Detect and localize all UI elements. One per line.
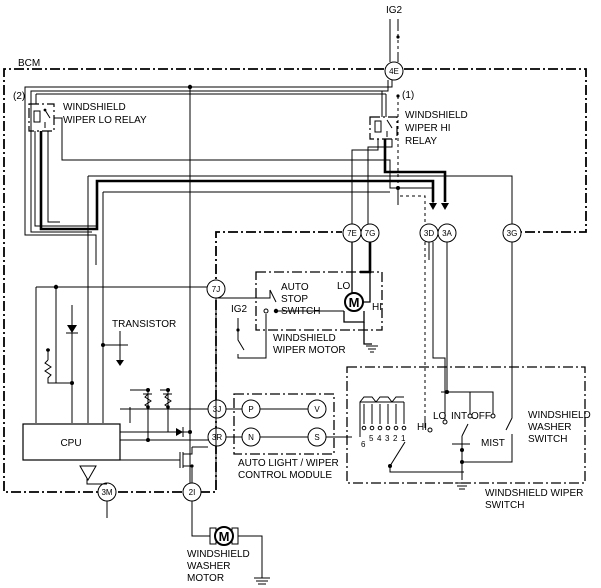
svg-text:7G: 7G <box>365 229 376 238</box>
int-position-2: 2 <box>393 434 398 443</box>
transistor-label: TRANSISTOR <box>112 319 176 330</box>
switch-int-label: INT <box>451 411 467 422</box>
wiper-switch-label-1: WINDSHIELD WIPER <box>485 488 583 499</box>
washer-motor-label-2: WASHER <box>187 561 231 572</box>
svg-text:3A: 3A <box>442 229 452 238</box>
module-pin-s: S <box>314 433 319 442</box>
pin-7j: 7J <box>206 279 226 299</box>
auto-light-wiper-control-module: P V N S AUTO LIGHT / WIPER CONTROL MODUL… <box>226 393 352 481</box>
washer-switch-label-3: SWITCH <box>528 434 567 445</box>
svg-text:3J: 3J <box>213 405 221 414</box>
motor-lo-label: LO <box>337 281 351 292</box>
hi-relay-label-1: WINDSHIELD <box>405 110 468 121</box>
svg-text:2I: 2I <box>189 488 196 497</box>
svg-text:7J: 7J <box>212 285 220 294</box>
pin-3a: 3A <box>437 223 457 243</box>
wiper-motor-label-2: WIPER MOTOR <box>273 345 346 356</box>
wiper-motor-assembly: M LO HI AUTO STOP SWITCH WINDSHIELD WIPE… <box>215 242 383 482</box>
auto-stop-label-2: STOP <box>281 294 308 305</box>
svg-text:3D: 3D <box>424 229 434 238</box>
washer-motor-label-1: WINDSHIELD <box>187 549 250 560</box>
wiper-lo-relay: WINDSHIELD WIPER LO RELAY (2) <box>13 91 147 132</box>
marker-2: (2) <box>13 91 25 102</box>
wiper-switch-label-2: SWITCH <box>485 500 524 511</box>
windshield-wiper-switch: 6 5 4 3 2 1 HI LO INT OFF MIST WINDSHIEL… <box>346 242 591 511</box>
switch-lo-label: LO <box>433 411 447 422</box>
wiper-motor-label-1: WINDSHIELD <box>273 333 336 344</box>
svg-text:3G: 3G <box>507 229 518 238</box>
washer-motor-symbol: M <box>219 529 230 544</box>
svg-text:4E: 4E <box>389 67 399 76</box>
switch-off-label: OFF <box>471 411 491 422</box>
auto-stop-label-1: AUTO <box>281 282 309 293</box>
ig2-top-feed: IG2 <box>386 5 403 62</box>
ig2-top-label: IG2 <box>386 5 403 16</box>
pin-3m: 3M <box>97 482 117 502</box>
pin-7g: 7G <box>360 223 380 243</box>
lo-relay-label-1: WINDSHIELD <box>63 102 126 113</box>
cpu-label: CPU <box>60 438 81 449</box>
module-label-1: AUTO LIGHT / WIPER <box>238 458 339 469</box>
marker-1: (1) <box>402 90 414 101</box>
bcm-label: BCM <box>18 58 40 69</box>
motor-hi-label: HI <box>372 302 382 313</box>
pin-3r: 3R <box>207 427 227 447</box>
washer-motor-assembly: M WINDSHIELD WASHER MOTOR <box>106 501 270 585</box>
auto-stop-label-3: SWITCH <box>281 306 320 317</box>
module-pin-n: N <box>248 433 254 442</box>
int-position-6: 6 <box>361 440 366 449</box>
svg-text:3M: 3M <box>101 488 112 497</box>
int-position-1: 1 <box>401 434 406 443</box>
washer-switch-label-2: WASHER <box>528 422 572 433</box>
module-label-2: CONTROL MODULE <box>238 470 332 481</box>
module-pin-v: V <box>314 405 320 414</box>
pin-7e: 7E <box>342 223 362 243</box>
switch-hi-label: HI <box>417 422 427 433</box>
washer-motor-label-3: MOTOR <box>187 573 224 584</box>
int-position-3: 3 <box>385 434 390 443</box>
pin-2i: 2I <box>182 482 202 502</box>
top-bus-wiring <box>24 80 513 484</box>
bcm-internal-circuit: TRANSISTOR <box>35 284 208 485</box>
int-position-4: 4 <box>377 434 382 443</box>
connector-pins: 4E 7E 7G 3D 3A 3G 7J 3J <box>97 61 522 502</box>
wiper-hi-relay: WINDSHIELD WIPER HI RELAY (1) <box>369 90 468 147</box>
svg-text:3R: 3R <box>212 433 222 442</box>
int-position-5: 5 <box>369 434 374 443</box>
pin-3g: 3G <box>502 223 522 243</box>
pin-3d: 3D <box>419 223 439 243</box>
hi-relay-label-2: WIPER HI <box>405 123 451 134</box>
pin-4e: 4E <box>384 61 404 81</box>
hi-relay-label-3: RELAY <box>405 136 437 147</box>
cpu-block: CPU <box>22 423 121 461</box>
module-pin-p: P <box>248 405 253 414</box>
lo-relay-label-2: WIPER LO RELAY <box>63 115 147 126</box>
switch-mist-label: MIST <box>481 438 505 449</box>
svg-text:7E: 7E <box>347 229 357 238</box>
ig2-mid-label: IG2 <box>231 304 248 315</box>
washer-switch-label-1: WINDSHIELD <box>528 410 591 421</box>
pin-3j: 3J <box>207 399 227 419</box>
wiper-motor-symbol: M <box>349 295 360 310</box>
